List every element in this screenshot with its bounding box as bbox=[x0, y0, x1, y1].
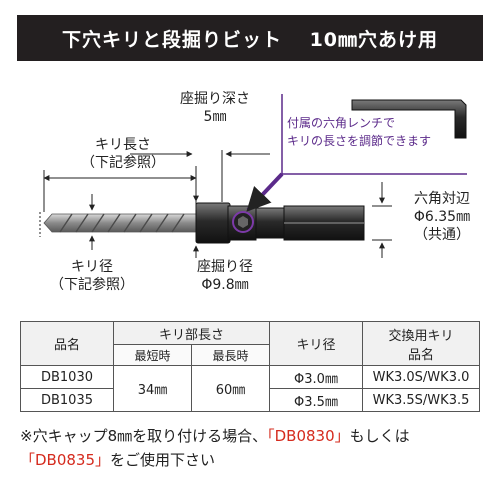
hex-width-label: 六角対辺 Φ6.35㎜ （共通） bbox=[413, 191, 471, 243]
diameter-cell: Φ3.0㎜ bbox=[269, 365, 363, 389]
replacement-cell: WK3.5S/WK3.5 bbox=[362, 388, 480, 412]
drill-length-label: キリ長さ （下記参照） bbox=[81, 137, 165, 171]
table-subheader-row: 最短時 最長時 bbox=[21, 344, 480, 366]
page-title: 下穴キリと段掘りビット 10㎜穴あけ用 bbox=[17, 15, 483, 61]
replacement-cell: WK3.0S/WK3.0 bbox=[362, 365, 480, 389]
counterbore-depth-label: 座掘り深さ 5㎜ bbox=[180, 91, 250, 125]
table-row: DB1030 34㎜ 60㎜ Φ3.0㎜ WK3.0S/WK3.0 bbox=[20, 365, 480, 412]
col-max-header: 最長時 bbox=[191, 344, 270, 366]
col-name-header: 品名 bbox=[20, 321, 114, 366]
diameter-cell: Φ3.5㎜ bbox=[269, 388, 363, 412]
callout-box bbox=[246, 94, 467, 212]
hex-shank bbox=[255, 205, 365, 241]
product-name-cell: DB1035 bbox=[20, 388, 114, 412]
table-row: DB1035 Φ3.5㎜ WK3.5S/WK3.5 bbox=[20, 388, 480, 412]
product-code-db0835: 「DB0835」 bbox=[20, 451, 111, 469]
min-length-cell: 34㎜ bbox=[113, 365, 192, 412]
product-code-db0830: 「DB0830」 bbox=[267, 427, 350, 445]
counterbore-cutter bbox=[195, 202, 257, 244]
drill-bit bbox=[43, 213, 197, 233]
hex-wrench-image bbox=[351, 99, 467, 139]
counterbore-diameter-label: 座掘り径 Φ9.8㎜ bbox=[197, 259, 253, 293]
col-length-header: キリ部長さ bbox=[113, 321, 270, 345]
col-min-header: 最短時 bbox=[113, 344, 192, 366]
col-diameter-header: キリ径 bbox=[269, 321, 363, 366]
drill-diameter-label: キリ径 （下記参照） bbox=[50, 259, 134, 293]
product-name-cell: DB1030 bbox=[20, 365, 114, 389]
table-header-row: 品名 キリ部長さ キリ径 交換用キリ 品名 bbox=[20, 321, 480, 366]
wrench-callout-text: 付属の六角レンチで キリの長さを調節できます bbox=[287, 116, 432, 148]
product-diagram: 座掘り深さ 5㎜ キリ長さ （下記参照） キリ径 （下記参照） 座掘り径 Φ9.… bbox=[0, 62, 500, 314]
spec-table: 品名 キリ部長さ キリ径 交換用キリ 品名 最短時 最長時 DB1030 34㎜… bbox=[20, 321, 480, 412]
footnote: ※穴キャップ8㎜を取り付ける場合、「DB0830」もしくは「DB0835」をご使… bbox=[20, 427, 410, 469]
col-replacement-header: 交換用キリ 品名 bbox=[362, 321, 480, 366]
max-length-cell: 60㎜ bbox=[191, 365, 270, 412]
